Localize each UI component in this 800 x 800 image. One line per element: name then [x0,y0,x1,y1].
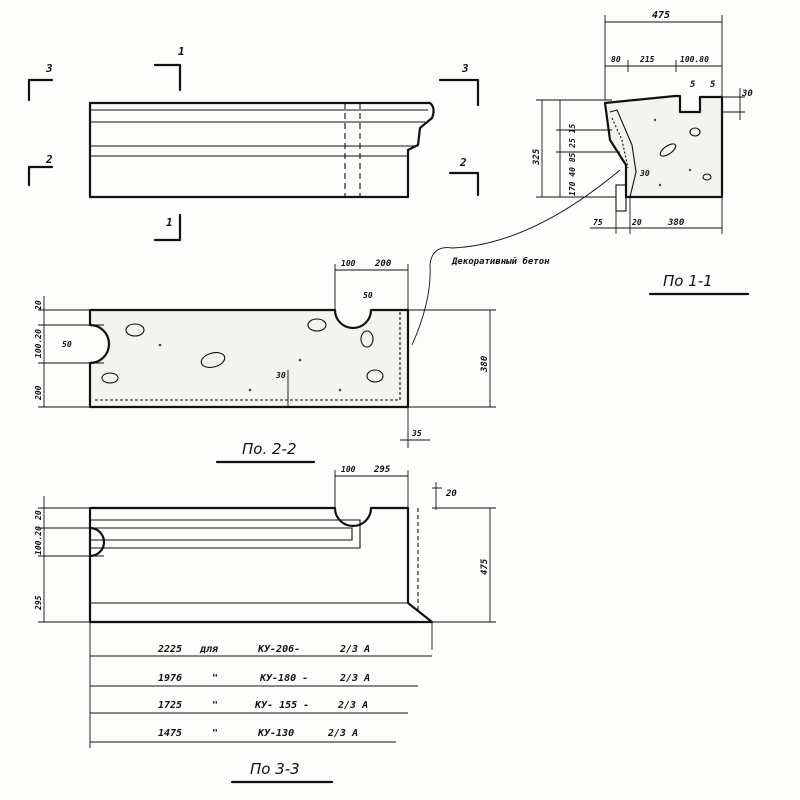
dim-3-3-475: 475 [480,558,490,575]
dim-475-top: 475 [652,10,670,21]
dim-20: 20 [631,218,642,227]
aggregate [702,173,712,181]
aggregate [360,330,374,348]
dim-3-3-295-left: 295 [34,595,43,611]
dim-2-2-inner-30: 30 [275,371,286,380]
aggregate-dot [658,183,662,187]
aggregate-dot [653,118,657,122]
dim-215: 215 [639,55,655,64]
aggregate [689,127,701,137]
row-2-suffix: 2/3 А [339,673,370,684]
row-3-mark: КУ- 155 - [254,700,309,711]
aggregate-dot [298,358,302,362]
marker-3-right-label: 3 [461,62,469,75]
dim-325: 325 [532,148,542,166]
section-marker-1-top [153,63,182,92]
dim-100-80: 100.80 [680,55,709,64]
dim-left-parts: 170 40 85 25 15 [568,124,577,196]
elevation-outline [88,101,435,199]
callout-decorative-concrete: Декоративный бетон [451,256,550,267]
section-1-1-body [603,94,724,199]
aggregate-dot [158,343,162,347]
elevation-view: 3 2 1 1 3 2 [27,45,480,242]
section-1-1-title: По 1-1 [663,272,713,290]
aggregate-dot [248,388,252,392]
aggregate [200,352,226,368]
row-3-suffix: 2/3 А [337,700,368,711]
dim-2-2-200: 200 [374,259,392,269]
callout-leader [411,169,621,346]
row-1-suffix: 2/3 А [339,644,370,655]
dim-75: 75 [593,218,603,227]
decorative-layer-hatch [611,117,629,169]
section-2-2: 30 100 200 50 20 100.20 200 50 380 35 По… [34,259,496,464]
row-4-mark: КУ-130 [257,728,294,739]
aggregate-dot [688,168,692,172]
aggregate-dot [338,388,342,392]
row-1-length: 2225 [157,644,182,655]
row-2-mark: КУ-180 - [259,673,308,684]
row-2-sep: " [212,673,218,684]
section-marker-3-right [438,78,480,107]
section-3-3-outline [88,506,434,624]
dim-3-3-20-left: 20 [34,510,43,521]
row-1-sep: для [199,644,218,655]
section-marker-1-bottom [153,213,182,242]
section-3-3: 100 295 20 475 20 100.20 295 2225 для КУ… [34,465,496,784]
row-4-length: 1475 [158,728,182,739]
dim-3-3-100: 100 [341,465,356,474]
section-marker-2-right [448,171,480,197]
marker-1-top-label: 1 [178,45,185,58]
callout: Декоративный бетон [411,169,621,346]
section-marker-2-left [27,165,54,187]
dim-3-3-295: 295 [373,465,391,475]
dim-80: 80 [611,55,621,64]
dim-2-2-20: 20 [34,300,43,311]
marker-2-right-label: 2 [459,156,467,169]
dim-2-2-r50: 50 [363,291,373,300]
decorative-layer [609,109,637,198]
dim-5b: 5 [710,80,716,90]
section-3-3-recess [90,519,361,549]
dim-5a: 5 [690,80,696,90]
dim-30-right: 30 [741,89,753,99]
dim-380: 380 [667,218,685,228]
row-3-length: 1725 [158,700,182,711]
marker-2-left-label: 2 [45,153,53,166]
aggregate [366,369,384,383]
dim-2-2-200-left: 200 [34,385,43,401]
dim-2-2-35: 35 [411,429,422,438]
dim-2-2-380: 380 [480,355,490,373]
dim-3-3-100-20: 100.20 [34,526,43,555]
marker-1-bottom-label: 1 [166,216,173,229]
row-3-sep: " [212,700,218,711]
section-3-3-recess-inner [90,527,353,541]
aggregate [101,372,119,384]
row-2-length: 1976 [158,673,182,684]
section-marker-3-left [27,78,54,102]
dim-inner-30: 30 [639,169,650,178]
dim-3-3-20: 20 [445,489,457,499]
aggregate [659,143,677,157]
section-3-3-title: По 3-3 [250,760,300,778]
section-2-2-layer [94,312,401,401]
marker-3-left-label: 3 [45,62,53,75]
section-2-2-title: По. 2-2 [242,440,297,458]
section-3-3-left-notch [88,526,106,558]
dim-2-2-r50-left: 50 [62,340,72,349]
aggregate [125,323,145,337]
row-4-sep: " [212,728,218,739]
section-1-1: 475 80 215 100.80 30 5 5 325 170 40 85 2… [532,10,753,296]
row-1-mark: КУ-206- [257,644,300,655]
dim-2-2-100: 100 [341,259,356,268]
section-1-1-foot [615,184,627,212]
dim-2-2-100-20: 100.20 [34,329,43,358]
aggregate [307,318,327,332]
section-2-2-body [88,308,410,409]
row-4-suffix: 2/3 А [327,728,358,739]
